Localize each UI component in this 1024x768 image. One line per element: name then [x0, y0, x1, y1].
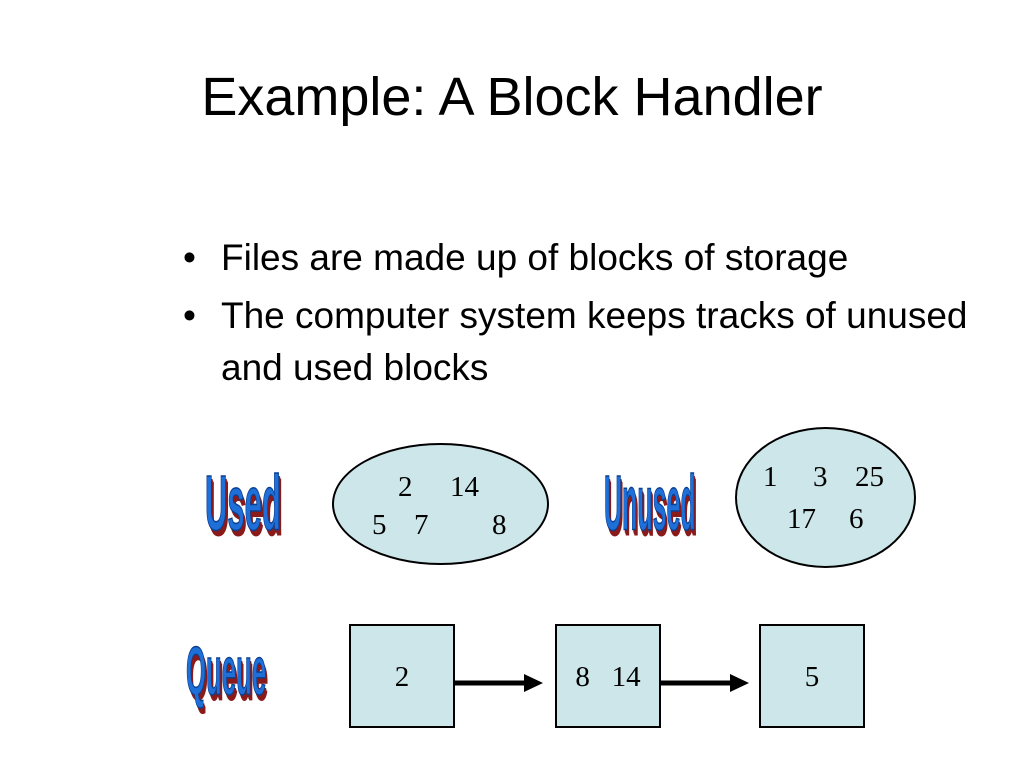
arrow-icon — [454, 674, 543, 692]
unused-set-oval: 1 3 25 17 6 — [735, 427, 916, 568]
unused-block-number: 6 — [849, 503, 864, 535]
queue-box: 5 — [759, 624, 865, 728]
unused-block-number: 3 — [813, 461, 828, 493]
bullet-item: • The computer system keeps tracks of un… — [183, 290, 1013, 394]
queue-box-value: 8 14 — [575, 661, 641, 693]
used-block-number: 2 — [398, 471, 413, 503]
arrow-icon — [660, 674, 749, 692]
used-block-number: 8 — [492, 509, 507, 541]
bullet-item: • Files are made up of blocks of storage — [183, 232, 1013, 284]
queue-box: 8 14 — [555, 624, 661, 728]
bullet-text: The computer system keeps tracks of unus… — [221, 295, 968, 388]
bullet-list: • Files are made up of blocks of storage… — [183, 232, 1013, 400]
used-block-number: 14 — [450, 471, 479, 503]
unused-block-number: 25 — [855, 461, 884, 493]
bullet-icon: • — [183, 295, 196, 336]
unused-block-number: 1 — [763, 461, 778, 493]
used-set-oval: 2 14 5 7 8 — [332, 443, 549, 565]
bullet-text: Files are made up of blocks of storage — [221, 237, 849, 278]
slide-title: Example: A Block Handler — [201, 67, 823, 127]
queue-box-value: 5 — [804, 661, 820, 693]
queue-box-value: 2 — [394, 661, 410, 693]
used-block-number: 7 — [414, 509, 429, 541]
used-block-number: 5 — [372, 509, 387, 541]
bullet-icon: • — [183, 237, 196, 278]
unused-block-number: 17 — [787, 503, 816, 535]
used-label: Used — [205, 459, 281, 547]
queue-box: 2 — [349, 624, 455, 728]
unused-label: Unused — [604, 459, 696, 547]
queue-label: Queue — [186, 631, 267, 711]
